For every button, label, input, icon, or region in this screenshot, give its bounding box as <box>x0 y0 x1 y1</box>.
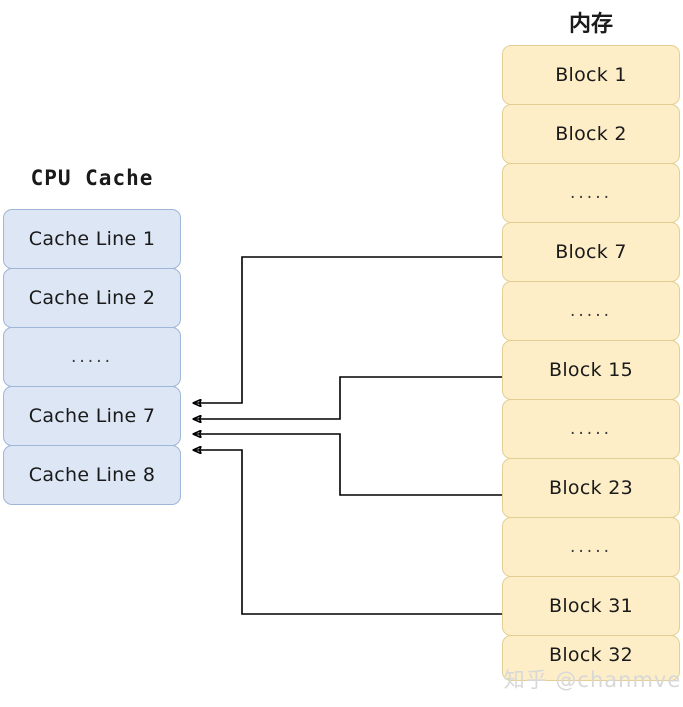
connector-block-7 <box>193 256 502 403</box>
memory-block-ellipsis: ..... <box>502 163 680 223</box>
memory-block-item[interactable]: Block 23 <box>502 458 680 518</box>
memory-block-ellipsis: ..... <box>502 281 680 341</box>
memory-block-label: Block 7 <box>555 241 627 263</box>
cache-line-item-target[interactable]: Cache Line 7 <box>3 386 181 446</box>
memory-block-label: ..... <box>569 183 613 203</box>
memory-block-item[interactable]: Block 32 <box>502 635 680 681</box>
memory-block-label: ..... <box>569 419 613 439</box>
cache-line-label: Cache Line 1 <box>28 228 156 250</box>
cpu-cache-column: Cache Line 1 Cache Line 2 ..... Cache Li… <box>3 209 181 505</box>
memory-column: Block 1 Block 2 ..... Block 7 ..... Bloc… <box>502 45 680 681</box>
memory-block-label: ..... <box>569 301 613 321</box>
memory-block-ellipsis: ..... <box>502 399 680 459</box>
cache-line-item[interactable]: Cache Line 2 <box>3 268 181 328</box>
memory-block-ellipsis: ..... <box>502 517 680 577</box>
memory-block-label: Block 1 <box>555 64 627 86</box>
memory-title: 内存 <box>568 12 613 37</box>
connector-block-15 <box>193 376 502 419</box>
memory-block-label: Block 31 <box>548 595 633 617</box>
zhihu-watermark: 知乎 @chanmve <box>503 668 682 692</box>
memory-block-label: Block 2 <box>555 123 627 145</box>
memory-block-label: ..... <box>569 537 613 557</box>
connector-block-23 <box>193 434 502 496</box>
cache-line-ellipsis: ..... <box>3 327 181 387</box>
memory-block-item[interactable]: Block 31 <box>502 576 680 636</box>
memory-block-item[interactable]: Block 7 <box>502 222 680 282</box>
cpu-cache-title: CPU Cache <box>30 166 154 190</box>
connector-block-31 <box>193 450 502 615</box>
memory-block-label: Block 32 <box>548 644 633 666</box>
memory-block-label: Block 15 <box>548 359 633 381</box>
cache-line-label: Cache Line 7 <box>28 405 156 427</box>
cache-line-label: Cache Line 2 <box>28 287 156 309</box>
memory-block-item[interactable]: Block 15 <box>502 340 680 400</box>
cache-line-item[interactable]: Cache Line 8 <box>3 445 181 505</box>
cache-line-label: Cache Line 8 <box>28 464 156 486</box>
cache-line-item[interactable]: Cache Line 1 <box>3 209 181 269</box>
memory-block-item[interactable]: Block 1 <box>502 45 680 105</box>
memory-block-item[interactable]: Block 2 <box>502 104 680 164</box>
cache-line-label: ..... <box>70 347 114 367</box>
memory-block-label: Block 23 <box>548 477 633 499</box>
